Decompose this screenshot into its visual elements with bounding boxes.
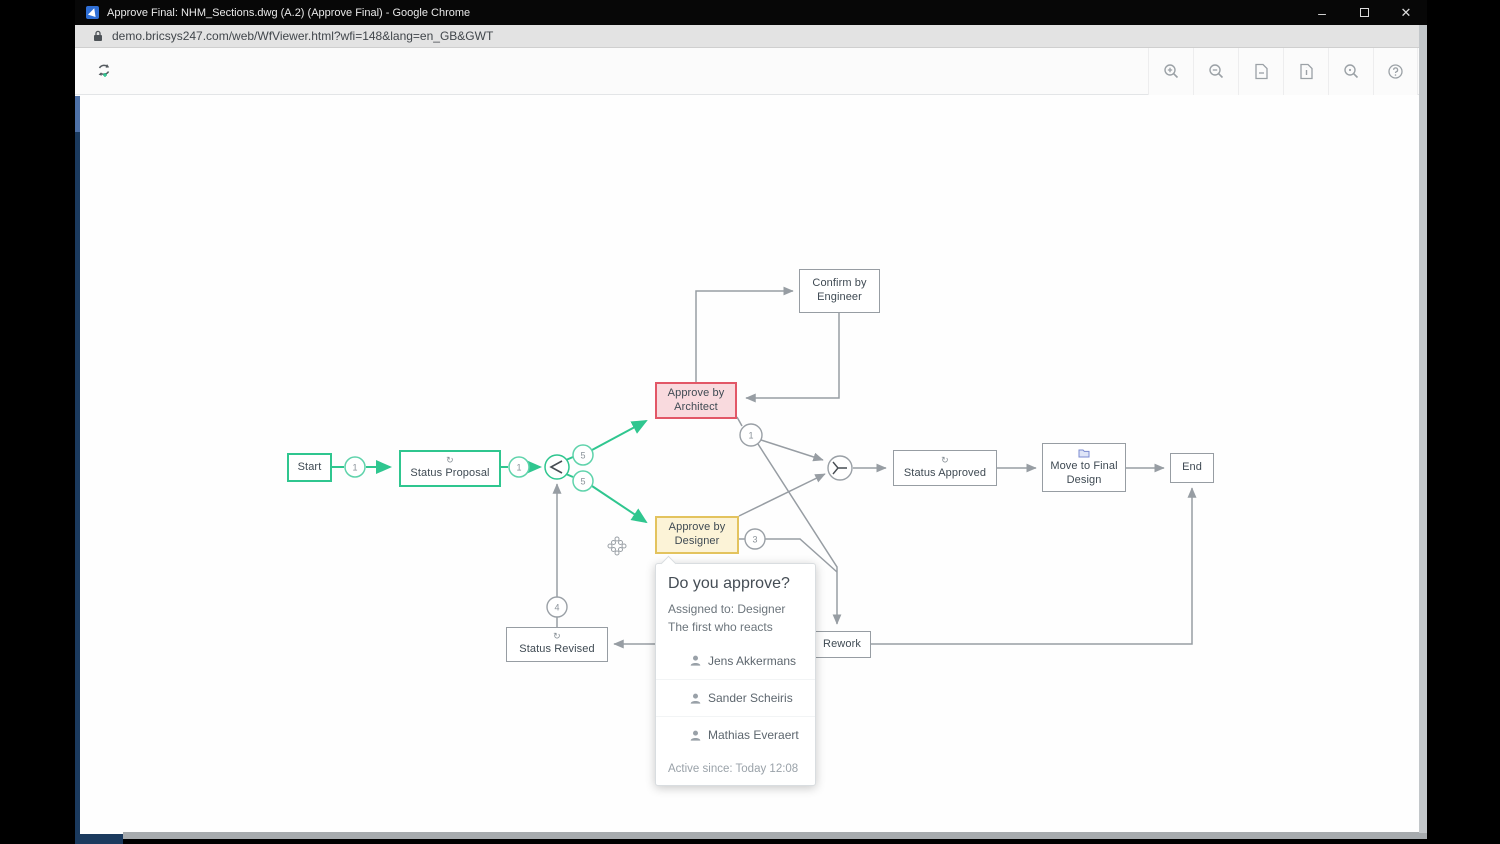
badge-circle (508, 456, 530, 478)
window-title: Approve Final: NHM_Sections.dwg (A.2) (A… (107, 6, 471, 19)
background-window-corner (75, 834, 123, 844)
badge-count: 4 (554, 603, 559, 613)
maximize-button[interactable] (1343, 0, 1385, 25)
merge-icon (832, 461, 847, 475)
node-label: Approve by Designer (668, 521, 726, 547)
node-rework[interactable]: Rework (813, 631, 871, 658)
node-label: Start (297, 460, 322, 473)
node-status-revised[interactable]: ↻ Status Revised (506, 627, 608, 662)
page-minus-icon (1254, 63, 1268, 80)
node-label: Status Approved (903, 466, 987, 479)
badge-count: 1 (516, 463, 521, 473)
assignee-name: Sander Scheiris (708, 691, 793, 705)
assignee-row: Jens Akkermans (656, 642, 815, 679)
approval-tooltip: Do you approve? Assigned to: Designer Th… (655, 555, 816, 786)
node-label: Approve by Architect (667, 386, 725, 413)
tooltip-subtitle: The first who reacts (668, 620, 773, 634)
node-status-approved[interactable]: ↻ Status Approved (893, 450, 997, 486)
node-start[interactable]: Start (287, 453, 332, 482)
zoom-selection-button[interactable] (1328, 48, 1373, 95)
help-icon (1388, 64, 1403, 79)
node-label: Status Revised (519, 643, 595, 656)
node-label: Move to Final Design (1050, 459, 1118, 486)
assignee-row: Mathias Everaert (656, 716, 815, 753)
lock-icon (94, 30, 102, 41)
page-info-icon (1299, 63, 1313, 80)
node-approve-designer[interactable]: Approve by Designer (655, 516, 739, 554)
badge-count: 5 (580, 477, 585, 487)
magnifier-dot-icon (1343, 64, 1358, 79)
person-icon (690, 655, 701, 666)
close-button[interactable]: ✕ (1400, 4, 1412, 20)
vertical-scrollbar[interactable] (1419, 25, 1427, 833)
zoom-in-icon (1163, 64, 1178, 79)
badge-count: 1 (352, 463, 357, 473)
node-move-final-design[interactable]: Move to Final Design (1042, 443, 1126, 492)
node-confirm-engineer[interactable]: Confirm by Engineer (799, 269, 880, 313)
zoom-in-button[interactable] (1148, 48, 1193, 95)
url-text: demo.bricsys247.com/web/WfViewer.html?wf… (112, 29, 494, 43)
zoom-out-icon (1208, 64, 1223, 79)
assignee-name: Mathias Everaert (708, 728, 799, 742)
node-end[interactable]: End (1170, 453, 1214, 483)
assignee-list: Jens Akkermans Sander Scheiris Mathias E… (656, 642, 815, 753)
tooltip-title: Do you approve? (668, 575, 790, 592)
browser-window: Approve Final: NHM_Sections.dwg (A.2) (A… (75, 0, 1427, 839)
status-refresh-icon: ↻ (553, 631, 561, 642)
badge-count: 3 (752, 535, 757, 545)
badge-count: 5 (580, 451, 585, 461)
refresh-add-icon (98, 64, 110, 77)
minimize-button[interactable]: – (1318, 4, 1326, 21)
folder-icon (1078, 449, 1090, 458)
status-refresh-icon: ↻ (941, 454, 949, 465)
pan-handle-icon (607, 536, 627, 556)
assignee-name: Jens Akkermans (708, 653, 797, 668)
badge-count: 1 (748, 431, 753, 441)
horizontal-scrollbar[interactable] (123, 832, 1427, 839)
workflow-refresh-button[interactable] (87, 54, 121, 88)
status-refresh-icon: ↻ (446, 455, 454, 466)
viewer-toolbar (75, 48, 1427, 95)
badge-circle (739, 423, 763, 447)
fit-page-button[interactable] (1238, 48, 1283, 95)
split-gateway[interactable] (544, 454, 570, 480)
tooltip-active-since: Active since: Today 12:08 (668, 763, 799, 775)
node-label: Status Proposal (410, 467, 490, 480)
assignee-row: Sander Scheiris (656, 679, 815, 716)
badge-circle (546, 596, 568, 618)
node-label: Rework (823, 637, 861, 650)
badge-circle (572, 444, 594, 466)
title-bar: Approve Final: NHM_Sections.dwg (A.2) (A… (75, 0, 1427, 25)
workflow-connectors: 1 1 5 5 1 3 4 (332, 286, 1197, 649)
node-label: Confirm by Engineer (812, 277, 867, 303)
page-info-button[interactable] (1283, 48, 1328, 95)
node-status-proposal[interactable]: ↻ Status Proposal (399, 450, 501, 487)
background-window-edge-navy (75, 132, 80, 844)
background-window-edge-blue (75, 96, 80, 132)
badge-circle (744, 528, 766, 550)
node-label: End (1182, 461, 1202, 474)
person-icon (690, 730, 701, 741)
zoom-out-button[interactable] (1193, 48, 1238, 95)
badge-circle (572, 470, 594, 492)
tooltip-assigned-to: Assigned to: Designer (668, 602, 786, 616)
node-approve-architect[interactable]: Approve by Architect (655, 382, 737, 419)
app-icon (86, 6, 99, 19)
badge-circle (344, 456, 366, 478)
url-bar[interactable]: demo.bricsys247.com/web/WfViewer.html?wf… (75, 25, 1427, 48)
person-icon (690, 693, 701, 704)
split-icon (549, 460, 563, 474)
help-button[interactable] (1373, 48, 1418, 95)
